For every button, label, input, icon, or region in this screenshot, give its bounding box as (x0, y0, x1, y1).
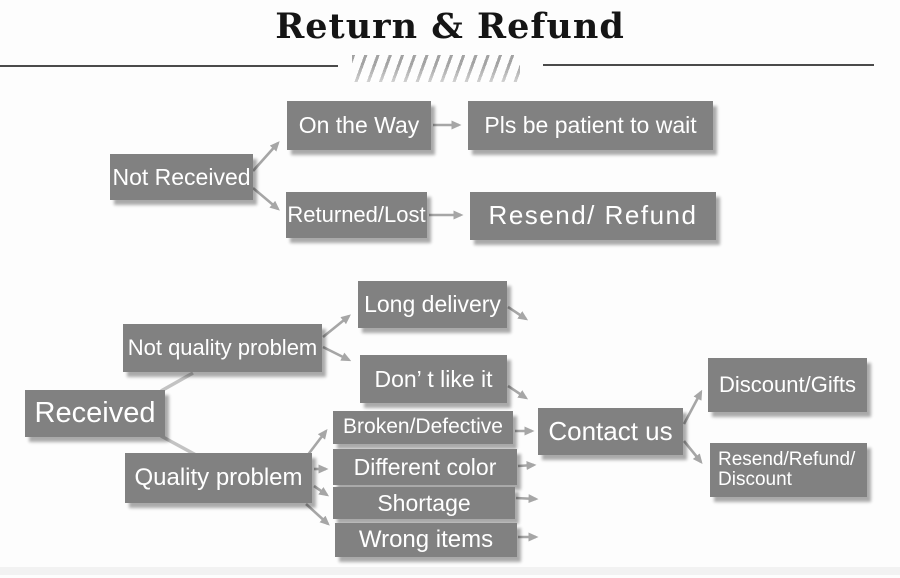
node-not-received: Not Received (110, 154, 253, 200)
node-discount-gifts: Discount/Gifts (708, 358, 867, 412)
page-title: Return & Refund (275, 6, 625, 47)
node-different-color: Different color (333, 449, 517, 485)
arrow-contact-to-resend-refund-discount (682, 440, 703, 464)
arrow-long-delivery-to-contact (507, 305, 529, 321)
title-rule-left (0, 65, 338, 67)
node-not-quality-problem: Not quality problem (123, 324, 322, 372)
arrow-not-received-to-returned-lost (252, 187, 280, 211)
node-resend-refund: Resend/ Refund (470, 192, 716, 240)
arrow-quality-to-broken (305, 429, 328, 457)
node-shortage: Shortage (333, 487, 515, 519)
arrow-not-quality-to-long-delivery (322, 314, 351, 339)
arrow-different-color-to-contact (517, 460, 537, 470)
title-rule-right (543, 64, 874, 66)
node-resend-refund-discount-line1: Resend/Refund/ (718, 449, 856, 471)
connector-received-to-quality (160, 434, 197, 457)
node-returned-lost: Returned/Lost (286, 192, 427, 238)
node-wrong-items: Wrong items (335, 523, 517, 557)
arrow-not-received-to-on-the-way (252, 141, 280, 172)
bottom-artifact-band (0, 567, 900, 575)
arrow-quality-to-wrong-items (305, 503, 330, 526)
arrow-contact-to-discount-gifts (682, 389, 703, 425)
arrow-not-quality-to-dont-like (322, 345, 352, 362)
node-resend-refund-discount: Resend/Refund/ Discount (710, 443, 867, 497)
connector-received-to-not-quality (160, 371, 194, 393)
node-long-delivery: Long delivery (358, 281, 507, 328)
node-received: Received (25, 390, 165, 437)
hatch-stripes-decoration (352, 55, 520, 82)
node-pls-be-patient: Pls be patient to wait (468, 101, 713, 150)
node-quality-problem: Quality problem (125, 453, 312, 503)
node-on-the-way: On the Way (287, 101, 431, 150)
node-dont-like-it: Don’ t like it (360, 355, 507, 403)
node-broken-defective: Broken/Defective (333, 411, 513, 444)
arrow-shortage-to-contact (515, 494, 539, 504)
node-resend-refund-discount-line2: Discount (718, 469, 792, 490)
arrow-dont-like-to-contact (507, 384, 529, 400)
arrow-quality-to-shortage (313, 484, 330, 497)
node-contact-us: Contact us (538, 408, 683, 455)
